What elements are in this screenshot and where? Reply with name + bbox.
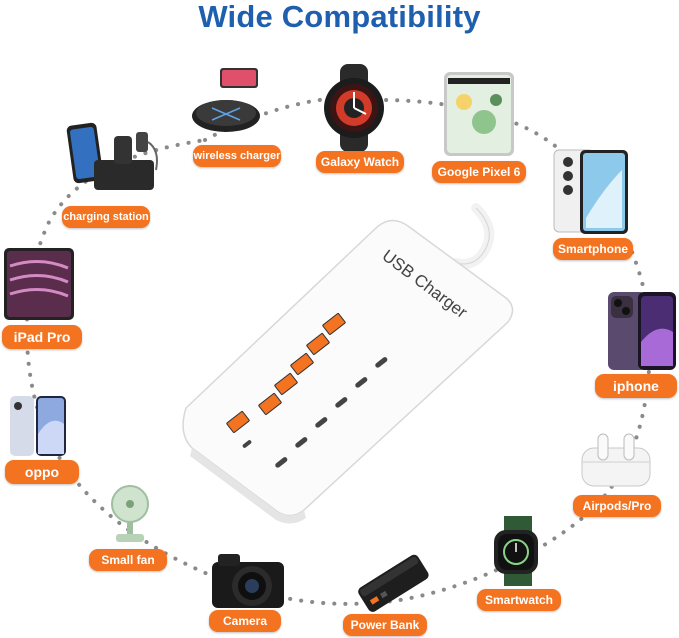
label-oppo: oppo: [5, 460, 79, 484]
google-pixel-device: [444, 72, 516, 156]
label-small-fan: Small fan: [89, 549, 167, 571]
small-fan-device: [106, 484, 154, 544]
fan-icon: [111, 485, 149, 542]
wireless-charger-device: [190, 66, 270, 136]
label-wireless-charger: wireless charger: [193, 145, 281, 167]
ipad-pro-device: [0, 246, 76, 322]
earbuds-case-icon: [581, 433, 651, 487]
iphone-device: [608, 292, 678, 372]
smartwatch-device: [484, 516, 552, 586]
label-charging-station: charging station: [62, 206, 150, 228]
label-smartphone: Smartphone: [553, 238, 633, 260]
label-smartwatch: Smartwatch: [477, 589, 561, 611]
oppo-device: [8, 394, 68, 458]
smartwatch-round-icon: [324, 64, 384, 152]
label-iphone: iphone: [595, 374, 677, 398]
wireless-charger-icon: [192, 68, 260, 132]
label-power-bank: Power Bank: [343, 614, 427, 636]
page-title: Wide Compatibility: [198, 0, 481, 34]
label-ipad-pro: iPad Pro: [2, 325, 82, 349]
phone-icon: [608, 292, 676, 370]
camera-icon: [212, 554, 284, 608]
tablet-icon: [4, 248, 74, 320]
phone-icon: [444, 72, 514, 156]
camera-device: [208, 550, 288, 610]
charging-station-device: [64, 120, 164, 202]
smartwatch-icon: [494, 516, 538, 586]
charging-station-icon: [66, 122, 158, 190]
smartphone-device: [552, 148, 632, 236]
label-galaxy-watch: Galaxy Watch: [316, 151, 404, 173]
label-camera: Camera: [209, 610, 281, 632]
usb-charger: USB Charger: [176, 198, 516, 528]
label-airpods-pro: Airpods/Pro: [573, 495, 661, 517]
galaxy-watch-device: [316, 64, 392, 152]
power-bank-device: [354, 552, 430, 614]
phone-icon: [10, 396, 66, 456]
power-bank-icon: [358, 554, 429, 612]
airpods-device: [580, 432, 652, 488]
label-google-pixel-6: Google Pixel 6: [432, 161, 526, 183]
phone-icon: [553, 149, 628, 234]
